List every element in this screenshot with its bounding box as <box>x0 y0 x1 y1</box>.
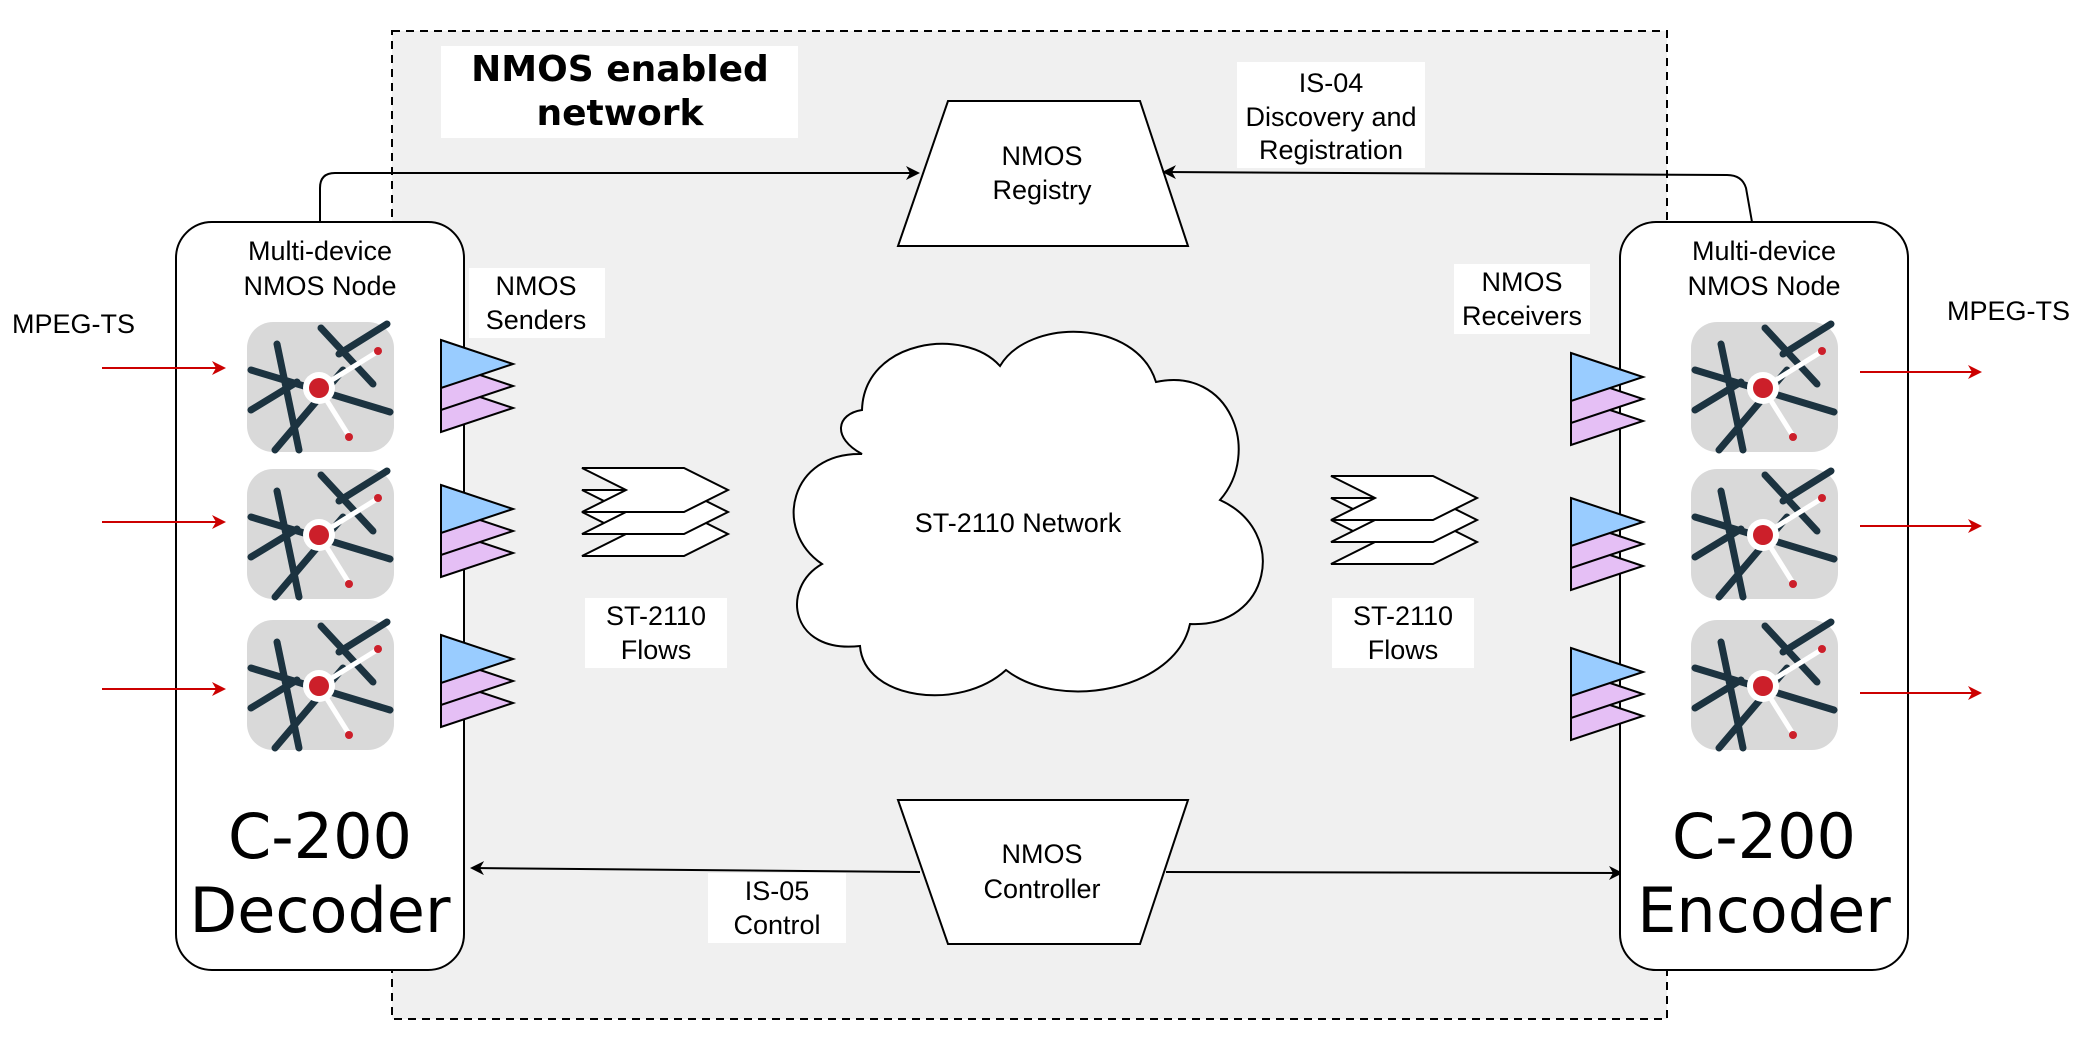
st2110-network-cloud: ST-2110 Network <box>792 330 1264 697</box>
is04-line1: IS-04 <box>1299 68 1364 98</box>
router-icon <box>247 469 394 599</box>
decoder-to-registry-arrow <box>319 166 920 222</box>
router-icon <box>1691 469 1838 599</box>
is05-line1: IS-05 <box>745 876 810 906</box>
encoder-node-label-line2: NMOS Node <box>1687 271 1840 301</box>
controller-label-line2: Controller <box>983 874 1100 904</box>
flows-right-line1: ST-2110 <box>1353 601 1453 631</box>
network-title-line1: NMOS enabled <box>471 49 769 90</box>
flows-label-box-left <box>585 598 727 668</box>
flows-left-line2: Flows <box>621 635 692 665</box>
senders-label-line2: Senders <box>486 305 587 335</box>
nmos-controller <box>896 799 1190 945</box>
is05-line2: Control <box>733 910 820 940</box>
controller-to-decoder-arrow <box>470 861 921 876</box>
router-icon <box>247 322 394 452</box>
registry-label-line1: NMOS <box>1002 141 1083 171</box>
is04-label-box <box>1237 62 1425 168</box>
decoder-name-line1: C-200 <box>228 800 412 873</box>
flows-right-line2: Flows <box>1368 635 1439 665</box>
encoder-node-label-line1: Multi-device <box>1692 236 1836 266</box>
cloud-label: ST-2110 Network <box>915 508 1122 538</box>
is04-line3: Registration <box>1259 135 1403 165</box>
senders-label-line1: NMOS <box>496 271 577 301</box>
receivers-label-box <box>1454 264 1590 334</box>
decoder-node-label-line2: NMOS Node <box>243 271 396 301</box>
receivers-label-line2: Receivers <box>1462 301 1582 331</box>
router-icon <box>1691 620 1838 750</box>
encoder-name-line2: Encoder <box>1637 874 1891 947</box>
registry-label-line2: Registry <box>992 175 1092 205</box>
senders-label-box <box>469 268 605 338</box>
decoder-input-label: MPEG-TS <box>12 309 135 339</box>
network-title-line2: network <box>537 93 705 134</box>
encoder-to-registry-arrow <box>1162 165 1753 223</box>
network-title-box <box>441 46 798 138</box>
flows-label-box-right <box>1332 598 1474 668</box>
nmos-registry <box>896 100 1190 247</box>
router-icon <box>247 620 394 750</box>
flows-left-line1: ST-2110 <box>606 601 706 631</box>
encoder-output-label: MPEG-TS <box>1947 296 2070 326</box>
is05-label-box <box>708 873 846 943</box>
router-icon <box>1691 322 1838 452</box>
receivers-label-line1: NMOS <box>1482 267 1563 297</box>
decoder-name-line2: Decoder <box>190 874 451 947</box>
decoder-node-label-line1: Multi-device <box>248 236 392 266</box>
is04-line2: Discovery and <box>1245 102 1416 132</box>
encoder-name-line1: C-200 <box>1672 800 1856 873</box>
controller-label-line1: NMOS <box>1002 839 1083 869</box>
controller-to-encoder-arrow <box>1165 865 1623 880</box>
